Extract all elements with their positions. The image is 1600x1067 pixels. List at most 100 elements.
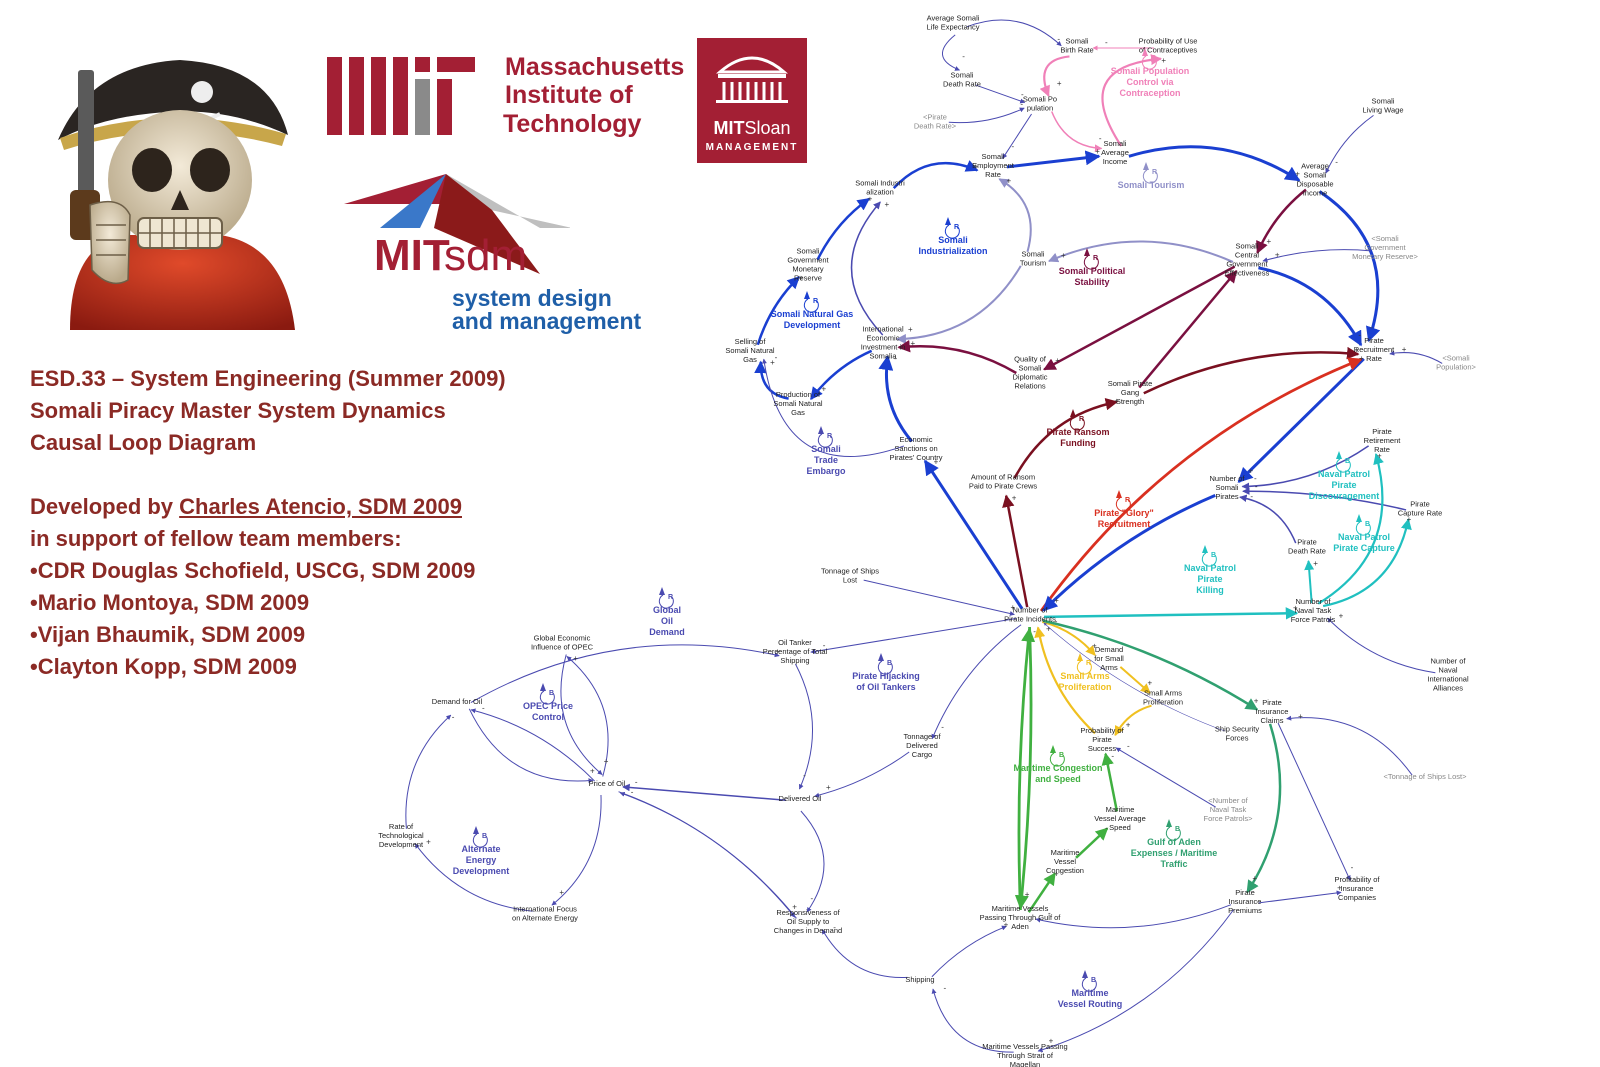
causal-link-small_demand-to-small_prolif bbox=[1119, 666, 1151, 694]
loop-icon bbox=[1115, 497, 1131, 512]
link-polarity: + bbox=[1057, 79, 1062, 88]
loop-polarity: R bbox=[1079, 416, 1084, 423]
loop-arrow-icon bbox=[818, 426, 824, 434]
link-polarity: + bbox=[934, 457, 939, 466]
hat-band bbox=[60, 117, 286, 150]
link-polarity: + bbox=[1313, 559, 1318, 568]
link-polarity: - bbox=[1370, 323, 1373, 332]
loop-polarity: B bbox=[549, 690, 554, 697]
causal-link-incidents-to-sanctions bbox=[923, 459, 1024, 610]
loop-icon bbox=[1069, 416, 1085, 431]
developer-link[interactable]: Charles Atencio, SDM 2009 bbox=[179, 494, 462, 519]
loop-arrow-icon bbox=[1356, 514, 1362, 522]
causal-link-task_force-to-pdeath bbox=[1304, 559, 1315, 604]
link-polarity: - bbox=[1351, 863, 1354, 872]
causal-link-delivered_oil-to-responsive bbox=[800, 810, 825, 913]
causal-link-life_exp-to-birth bbox=[966, 19, 1062, 47]
loop-icon bbox=[539, 690, 555, 705]
loop-icon bbox=[1076, 660, 1092, 675]
link-polarity: + bbox=[799, 274, 804, 283]
link-polarity: + bbox=[1025, 890, 1030, 899]
sloan-brand-bold: MIT bbox=[713, 118, 745, 138]
causal-link-capture-to-num_pirates bbox=[1242, 487, 1407, 511]
loop-polarity: B bbox=[887, 660, 892, 667]
link-polarity: + bbox=[1126, 721, 1131, 730]
link-polarity: + bbox=[1407, 515, 1412, 524]
link-polarity: + bbox=[1354, 345, 1359, 354]
loop-icon bbox=[817, 433, 833, 448]
loop-icon bbox=[658, 594, 674, 609]
causal-link-task_force-to-retire bbox=[1317, 453, 1384, 605]
loop-icon bbox=[1141, 55, 1157, 70]
link-polarity: - bbox=[833, 923, 836, 932]
link-polarity: + bbox=[911, 339, 916, 348]
causal-link-price_oil-to-intl_focus bbox=[551, 795, 602, 906]
link-polarity: - bbox=[452, 712, 455, 721]
causal-link-disp_income-to-gov_eff bbox=[1256, 188, 1307, 255]
causal-link-price_oil-to-demand_oil bbox=[470, 708, 596, 782]
loop-arrow-icon bbox=[1050, 745, 1056, 753]
member-1: •CDR Douglas Schofield, USCG, SDM 2009 bbox=[30, 558, 476, 583]
causal-link-ransom_paid-to-gang bbox=[1013, 397, 1119, 479]
causal-link-incidents-to-tanker bbox=[810, 618, 1017, 654]
skull-head bbox=[108, 110, 252, 250]
member-4: •Clayton Kopp, SDM 2009 bbox=[30, 654, 297, 679]
link-polarity: + bbox=[1248, 466, 1253, 475]
causal-link-gov_reserve_shadow-to-gov_eff bbox=[1262, 249, 1372, 263]
causal-link-task_force-to-capture bbox=[1322, 518, 1412, 608]
link-polarity: + bbox=[1402, 345, 1407, 354]
loop-arrow-icon bbox=[1077, 653, 1083, 661]
link-polarity: + bbox=[1337, 883, 1342, 892]
link-polarity: - bbox=[1250, 492, 1253, 501]
link-polarity: - bbox=[1033, 627, 1036, 636]
dome-icon bbox=[716, 56, 788, 103]
link-polarity: + bbox=[573, 654, 578, 663]
causal-link-life_exp-to-death bbox=[942, 34, 960, 71]
mit-name-line-1: Massachusetts bbox=[505, 53, 685, 81]
link-polarity: - bbox=[775, 353, 778, 362]
causal-link-price_oil-to-responsive bbox=[618, 791, 796, 918]
link-polarity: + bbox=[1049, 1037, 1054, 1046]
loop-polarity: B bbox=[1091, 977, 1096, 984]
link-polarity: + bbox=[1293, 603, 1298, 612]
causal-link-incidents-to-ransom_paid bbox=[1002, 494, 1029, 608]
loop-arrow-icon bbox=[1142, 48, 1148, 56]
member-3: •Vijan Bhaumik, SDM 2009 bbox=[30, 622, 306, 647]
causal-link-prod_gas-to-selling_gas bbox=[754, 360, 789, 400]
link-polarity: + bbox=[1377, 452, 1382, 461]
causal-link-tanker-to-delivered_oil bbox=[795, 663, 813, 790]
link-polarity: + bbox=[426, 838, 431, 847]
title-line-1: ESD.33 – System Engineering (Summer 2009… bbox=[30, 366, 506, 391]
loop-icon bbox=[1335, 458, 1351, 473]
causal-link-gov_eff-to-diplo bbox=[1043, 265, 1236, 371]
loop-polarity: B bbox=[1365, 521, 1370, 528]
link-polarity: + bbox=[1095, 147, 1100, 156]
loop-polarity: R bbox=[1151, 55, 1156, 62]
